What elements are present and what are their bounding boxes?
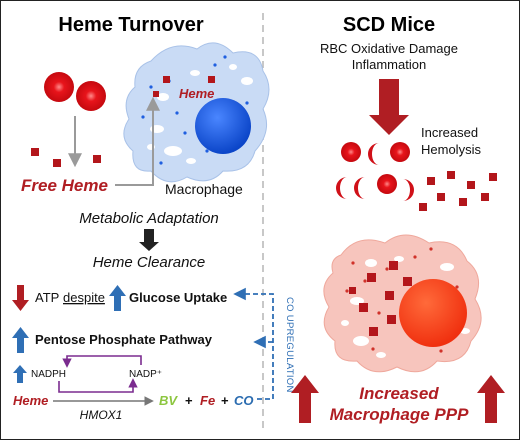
heme-square — [369, 327, 378, 336]
black-down-arrow — [139, 229, 159, 251]
heme-square — [208, 76, 215, 83]
reaction-plus-1: + — [185, 393, 193, 408]
reaction-fe: Fe — [200, 393, 215, 408]
hemolysis-line-1: Increased — [421, 125, 478, 140]
hmox1-label: HMOX1 — [80, 408, 123, 422]
red-up-arrow-right — [477, 375, 505, 423]
lysed-rbc-crescent — [354, 177, 365, 199]
left-panel-title: Heme Turnover — [58, 14, 203, 36]
nadph-oxidation-arrow — [58, 378, 138, 393]
ppp-label: Pentose Phosphate Pathway — [35, 332, 213, 347]
atp-down-arrow — [12, 285, 29, 311]
ppp-increase-line-1: Increased — [359, 384, 439, 403]
heme-square — [385, 291, 394, 300]
co-upregulation-label: CO UPREGULATION — [284, 297, 295, 393]
nadp-reduction-arrow — [62, 355, 142, 368]
free-heme-label: Free Heme — [21, 176, 108, 195]
free-heme-cluster — [419, 171, 497, 211]
co-feedback-arrow — [233, 287, 274, 400]
despite-label: despite — [63, 290, 105, 305]
free-heme-square — [93, 155, 101, 163]
lysed-rbc-crescent — [336, 177, 347, 199]
ppp-up-arrow — [12, 327, 29, 353]
nadp-label: NADP⁺ — [129, 369, 162, 380]
hemolysis-line-2: Hemolysis — [421, 142, 481, 157]
reaction-heme: Heme — [13, 393, 48, 408]
heme-square — [359, 303, 368, 312]
heme-square — [389, 261, 398, 270]
ppp-increase-line-2: Macrophage PPP — [330, 405, 470, 424]
heme-square — [367, 273, 376, 282]
lysed-rbc-crescent — [403, 179, 414, 201]
red-blood-cell — [44, 72, 74, 102]
macrophage-cell-pink — [323, 234, 482, 373]
glucose-uptake-label: Glucose Uptake — [129, 290, 227, 305]
nucleus-blue — [195, 98, 251, 154]
heme-square — [349, 287, 356, 294]
red-blood-cell — [76, 81, 106, 111]
cause-line-2: Inflammation — [352, 57, 426, 72]
nadph-up-arrow — [13, 365, 27, 383]
free-heme-square — [53, 159, 61, 167]
red-down-arrow — [369, 79, 409, 135]
red-blood-cell — [341, 142, 361, 162]
lysed-rbc-crescent — [368, 143, 379, 165]
red-blood-cell — [377, 174, 397, 194]
right-panel-title: SCD Mice — [343, 14, 435, 36]
cause-line-1: RBC Oxidative Damage — [320, 41, 458, 56]
heme-square — [403, 277, 412, 286]
free-heme-square — [31, 148, 39, 156]
nadph-label: NADPH — [31, 369, 66, 380]
heme-clearance-label: Heme Clearance — [93, 254, 206, 271]
atp-label: ATP — [35, 290, 59, 305]
heme-square — [163, 76, 170, 83]
red-up-arrow-left — [291, 375, 319, 423]
macrophage-label: Macrophage — [165, 181, 243, 197]
reaction-bv: BV — [159, 393, 178, 408]
macrophage-cell-blue — [123, 42, 270, 183]
heme-label: Heme — [179, 86, 214, 101]
reaction-plus-2: + — [221, 393, 229, 408]
reaction-co: CO — [234, 393, 254, 408]
heme-square — [387, 315, 396, 324]
red-blood-cell — [390, 142, 410, 162]
nucleus-red — [399, 279, 467, 347]
gray-arrow-uptake — [115, 96, 160, 186]
metabolic-adaptation-label: Metabolic Adaptation — [79, 210, 219, 227]
glucose-up-arrow — [109, 285, 126, 311]
heme-square — [153, 91, 159, 97]
